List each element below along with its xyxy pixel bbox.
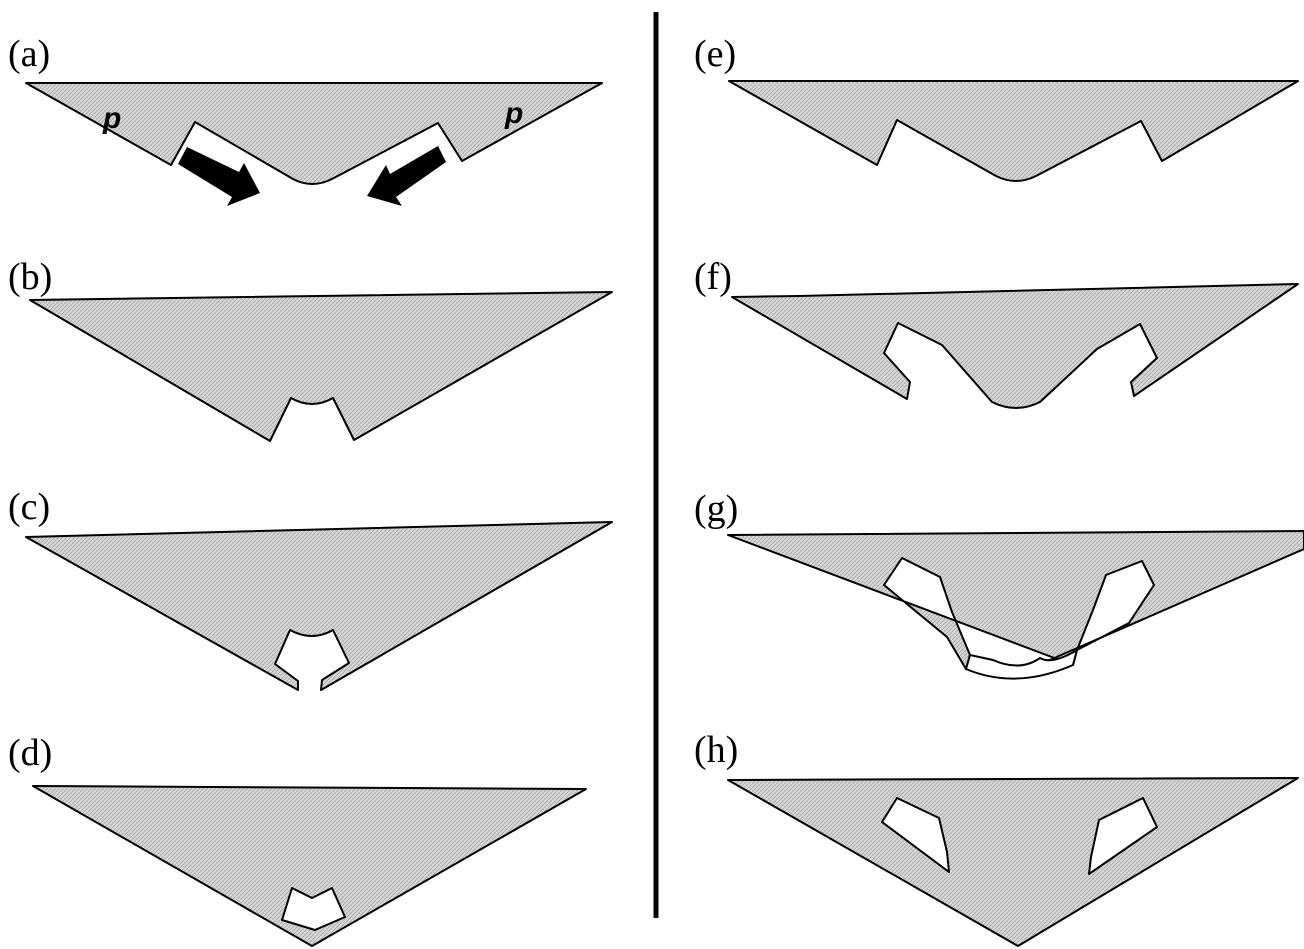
panel-c-profile — [25, 521, 613, 691]
arrow-left-icon — [178, 147, 260, 206]
panel-h-hole-left — [881, 797, 950, 873]
panel-a-right-label: p — [504, 97, 523, 130]
arrow-right-icon — [367, 146, 446, 206]
panel-e: (e) — [694, 33, 1299, 182]
panel-f-label: (f) — [694, 256, 732, 298]
panel-b-label: (b) — [8, 256, 52, 298]
panel-a-left-label: p — [102, 102, 121, 135]
panel-h-label: (h) — [694, 729, 738, 771]
panel-f: (f) — [694, 256, 1299, 409]
panel-h: (h) — [694, 729, 1299, 947]
panel-b: (b) — [8, 256, 613, 442]
panel-c: (c) — [8, 486, 613, 691]
panel-d-label: (d) — [8, 732, 52, 774]
panel-a-label: (a) — [8, 33, 50, 75]
panel-g-label: (g) — [694, 488, 738, 530]
panel-d-profile — [32, 785, 587, 947]
panel-d-hole — [281, 887, 346, 931]
panel-c-label: (c) — [8, 486, 50, 528]
panel-g: (g) — [694, 488, 1304, 680]
panel-g-notch — [965, 649, 1078, 680]
panel-a: (a) p p — [8, 33, 603, 206]
panel-h-hole-right — [1088, 797, 1158, 875]
panel-a-profile — [25, 82, 603, 185]
panel-g-profile — [727, 530, 1304, 674]
panel-e-label: (e) — [694, 33, 736, 75]
panel-b-profile — [29, 291, 613, 442]
panel-d: (d) — [8, 732, 587, 947]
panel-h-profile — [727, 777, 1299, 947]
panel-e-profile — [728, 80, 1299, 182]
panel-f-profile — [731, 283, 1299, 409]
